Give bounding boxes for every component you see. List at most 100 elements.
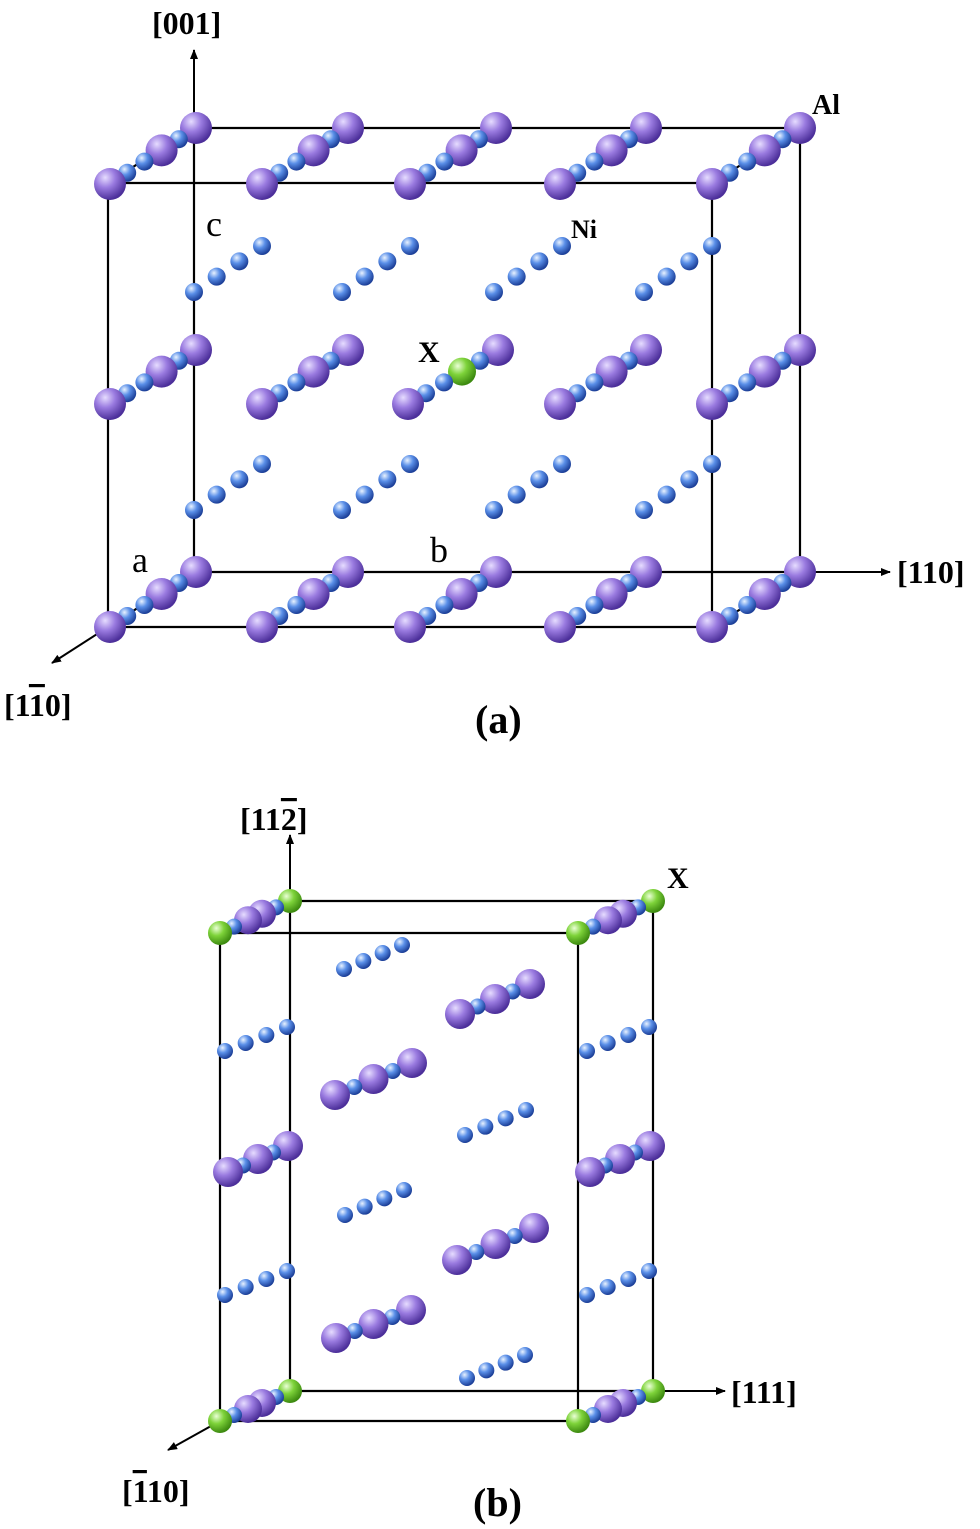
ni-atom [435,596,454,614]
ni-atom [497,1354,514,1371]
al-atom [145,355,178,388]
panel-a-label-ni: Ni [571,215,597,244]
al-atom [480,984,510,1014]
ni-atom [258,1271,275,1287]
x-atom [566,1409,590,1433]
panel-b-axis-label-11-2: [112] [240,801,308,837]
al-atom [445,134,478,167]
ni-atom [485,283,503,301]
ni-atom [457,1127,473,1143]
al-atom [544,168,576,200]
al-atom [332,334,364,366]
ni-atom [553,237,571,255]
ni-atom [355,267,374,286]
al-atom [784,112,816,144]
ni-atom [258,1027,275,1043]
ni-atom [237,1279,254,1295]
ni-atom [279,1263,295,1279]
panel-b-caption: (b) [473,1480,522,1525]
al-atom [480,1229,511,1259]
panel-b: [112] [111] [110] X (b) [122,801,797,1525]
x-atom [566,921,590,945]
ni-atom [207,267,226,286]
al-atom [595,355,628,388]
ni-atom [135,373,154,392]
panel-a-label-x: X [418,336,440,369]
al-atom [575,1157,605,1187]
ni-atom [253,455,271,473]
ni-atom [738,373,757,392]
x-atom [208,921,232,945]
al-atom [246,168,278,200]
al-atom [297,134,330,167]
al-atom [748,134,781,167]
panel-a-label-b: b [430,530,448,570]
al-atom [297,578,330,610]
al-atom [595,134,628,167]
ni-atom [478,1362,495,1379]
al-atom [784,334,816,366]
al-atom [696,611,728,643]
x-atom [448,357,476,386]
ni-atom [507,485,526,504]
ni-atom [507,267,526,286]
ni-atom [680,470,699,489]
ni-atom [435,152,454,171]
ni-atom [471,351,489,370]
al-atom [442,1245,472,1275]
panel-a-caption: (a) [475,697,522,742]
ni-atom [376,1190,393,1207]
al-atom [595,578,628,610]
ni-atom [356,1198,373,1215]
al-atom [445,999,475,1029]
al-atom [358,1064,389,1094]
ni-atom [384,1063,401,1079]
ni-atom [530,252,549,271]
ni-atom [355,953,372,969]
al-atom [519,1213,549,1243]
al-atom [396,1295,426,1325]
panel-a-label-c: c [206,204,222,244]
ni-atom [459,1370,475,1386]
al-atom [358,1309,389,1339]
al-atom [482,334,514,366]
panel-b-axis-label-111: [111] [731,1374,797,1410]
al-atom [321,1323,351,1353]
ni-atom [396,1182,412,1198]
ni-atom [599,1279,616,1295]
al-atom [696,168,728,200]
ni-atom [657,485,676,504]
ni-atom [401,455,419,473]
ni-atom [346,1079,363,1095]
al-atom [94,168,126,200]
ni-atom [135,152,154,171]
al-atom [392,388,424,420]
x-atom [641,1379,665,1403]
ni-atom [135,596,154,614]
ni-atom [394,937,410,953]
al-atom [180,334,212,366]
al-atom [630,556,662,588]
ni-atom [738,596,757,614]
al-atom [630,112,662,144]
panel-a-label-al: Al [812,90,840,121]
panel-a-axis-label-1-10: [110] [4,687,72,723]
al-atom [213,1157,243,1187]
al-atom [696,388,728,420]
ni-atom [641,1019,657,1035]
al-atom [94,611,126,643]
ni-atom [337,1207,353,1223]
ni-atom [237,1035,254,1051]
al-atom [246,388,278,420]
ni-atom [518,1102,534,1118]
ni-atom [620,1027,637,1043]
ni-atom [468,1244,485,1260]
al-atom [297,355,330,388]
al-atom [445,578,478,610]
ni-atom [506,1228,523,1244]
panel-b-axis-label--110: [110] [122,1473,190,1509]
ni-atom [253,237,271,255]
ni-atom [553,455,571,473]
al-atom [480,112,512,144]
ni-atom [703,455,721,473]
